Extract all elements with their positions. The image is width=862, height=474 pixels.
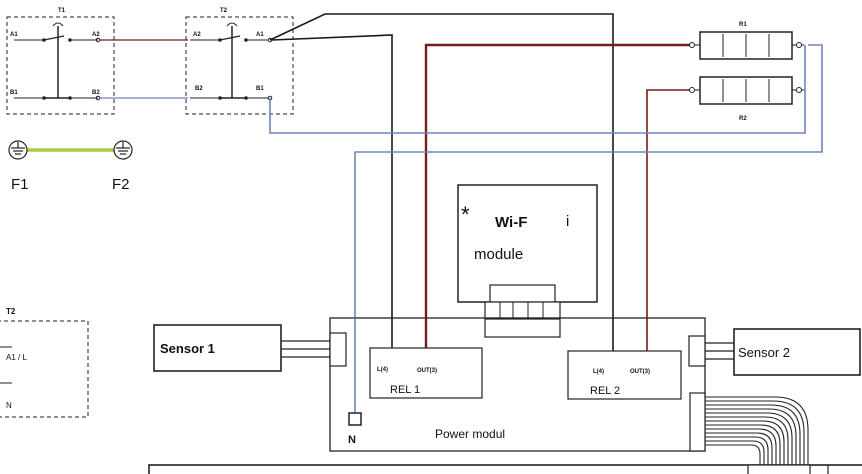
relay-1-in-label: L(4) (377, 367, 388, 373)
legend-t2-row2: N (6, 401, 12, 410)
ground-label-f1: F1 (11, 176, 29, 193)
sensor-2-label: Sensor 2 (738, 345, 790, 360)
main-board (148, 464, 862, 474)
t1-terminal-b1: B1 (10, 90, 18, 96)
n-terminal (348, 412, 362, 426)
relay-1: L(4) OUT(3) REL 1 (369, 347, 483, 399)
power-sensor2-port (688, 335, 706, 367)
wifi-asterisk: * (461, 202, 470, 227)
ground-label-f2: F2 (112, 176, 130, 193)
wire-black-t2-rel1 (271, 34, 393, 364)
relay-2-in-label: L(4) (593, 369, 604, 375)
resistor-r2-label: R2 (739, 116, 747, 122)
power-output-port (689, 392, 706, 452)
legend-t2-title: T2 (6, 307, 16, 316)
relay-2-box (567, 350, 682, 400)
ground-icon (113, 140, 133, 160)
relay-2-out-label: OUT(3) (630, 369, 650, 375)
resistor-r1-label: R1 (739, 22, 747, 28)
t2-terminal-b2: B2 (195, 86, 203, 92)
relay-1-out-label: OUT(3) (417, 368, 437, 374)
wire-red-rel1-r1 (424, 43, 690, 364)
sensor-1-box (153, 324, 282, 372)
power-sensor1-port (329, 332, 347, 367)
sensor-2-box (733, 328, 861, 376)
relay-2: L(4) OUT(3) REL 2 (567, 350, 682, 400)
power-module: L(4) OUT(3) REL 1 L(4) OUT(3) REL 2 N Po… (329, 317, 706, 452)
sensor-2: Sensor 2 (705, 328, 861, 376)
relay-2-name: REL 2 (590, 385, 620, 397)
switch-t1-frame (6, 16, 115, 115)
wire-blue-n-r (354, 44, 823, 415)
wire-blue-t2-r (269, 45, 806, 134)
switch-t2-frame (185, 16, 294, 115)
switch-t2: T2 A2 A1 B2 B1 (185, 8, 294, 115)
legend-t2-frame (0, 320, 89, 418)
n-terminal-label: N (348, 434, 356, 446)
legend-t2: T2 A1 / L N (0, 307, 89, 418)
t1-terminal-a2: A2 (92, 32, 100, 38)
wifi-connector (489, 284, 556, 303)
wifi-module-box (457, 184, 598, 303)
sensor-1: Sensor 1 (153, 324, 330, 372)
main-board-box (148, 464, 862, 474)
ground-icon (8, 140, 28, 160)
wifi-label-b: i (566, 213, 569, 230)
resistor-r1: R1 (688, 22, 804, 60)
ground-connection: F1 F2 (8, 140, 133, 193)
wires (100, 13, 823, 415)
resistor-r2: R2 (688, 76, 802, 122)
wifi-label-module: module (474, 246, 523, 263)
t1-terminal-a1: A1 (10, 32, 18, 38)
relay-1-name: REL 1 (390, 384, 420, 396)
sensor-1-label: Sensor 1 (160, 341, 215, 356)
switch-t1-title: T1 (58, 8, 66, 14)
t2-terminal-a1: A1 (256, 32, 264, 38)
t1-terminal-b2: B2 (92, 90, 100, 96)
wire-red-rel2-r2 (646, 89, 690, 368)
t2-terminal-a2: A2 (193, 32, 201, 38)
power-module-label: Power modul (435, 427, 505, 441)
legend-t2-row1: A1 / L (6, 353, 27, 362)
wire-black-t2-rel2 (269, 13, 614, 368)
ribbon-cable (705, 396, 809, 466)
switch-t2-title: T2 (220, 8, 228, 14)
wifi-label-a: Wi-F (495, 214, 527, 231)
relay-1-box (369, 347, 483, 399)
wifi-module: * Wi-F i module (457, 184, 598, 338)
switch-t1: T1 A1 A2 B1 B2 (6, 8, 115, 115)
t2-terminal-b1: B1 (256, 86, 264, 92)
main-board-connector (747, 464, 811, 474)
